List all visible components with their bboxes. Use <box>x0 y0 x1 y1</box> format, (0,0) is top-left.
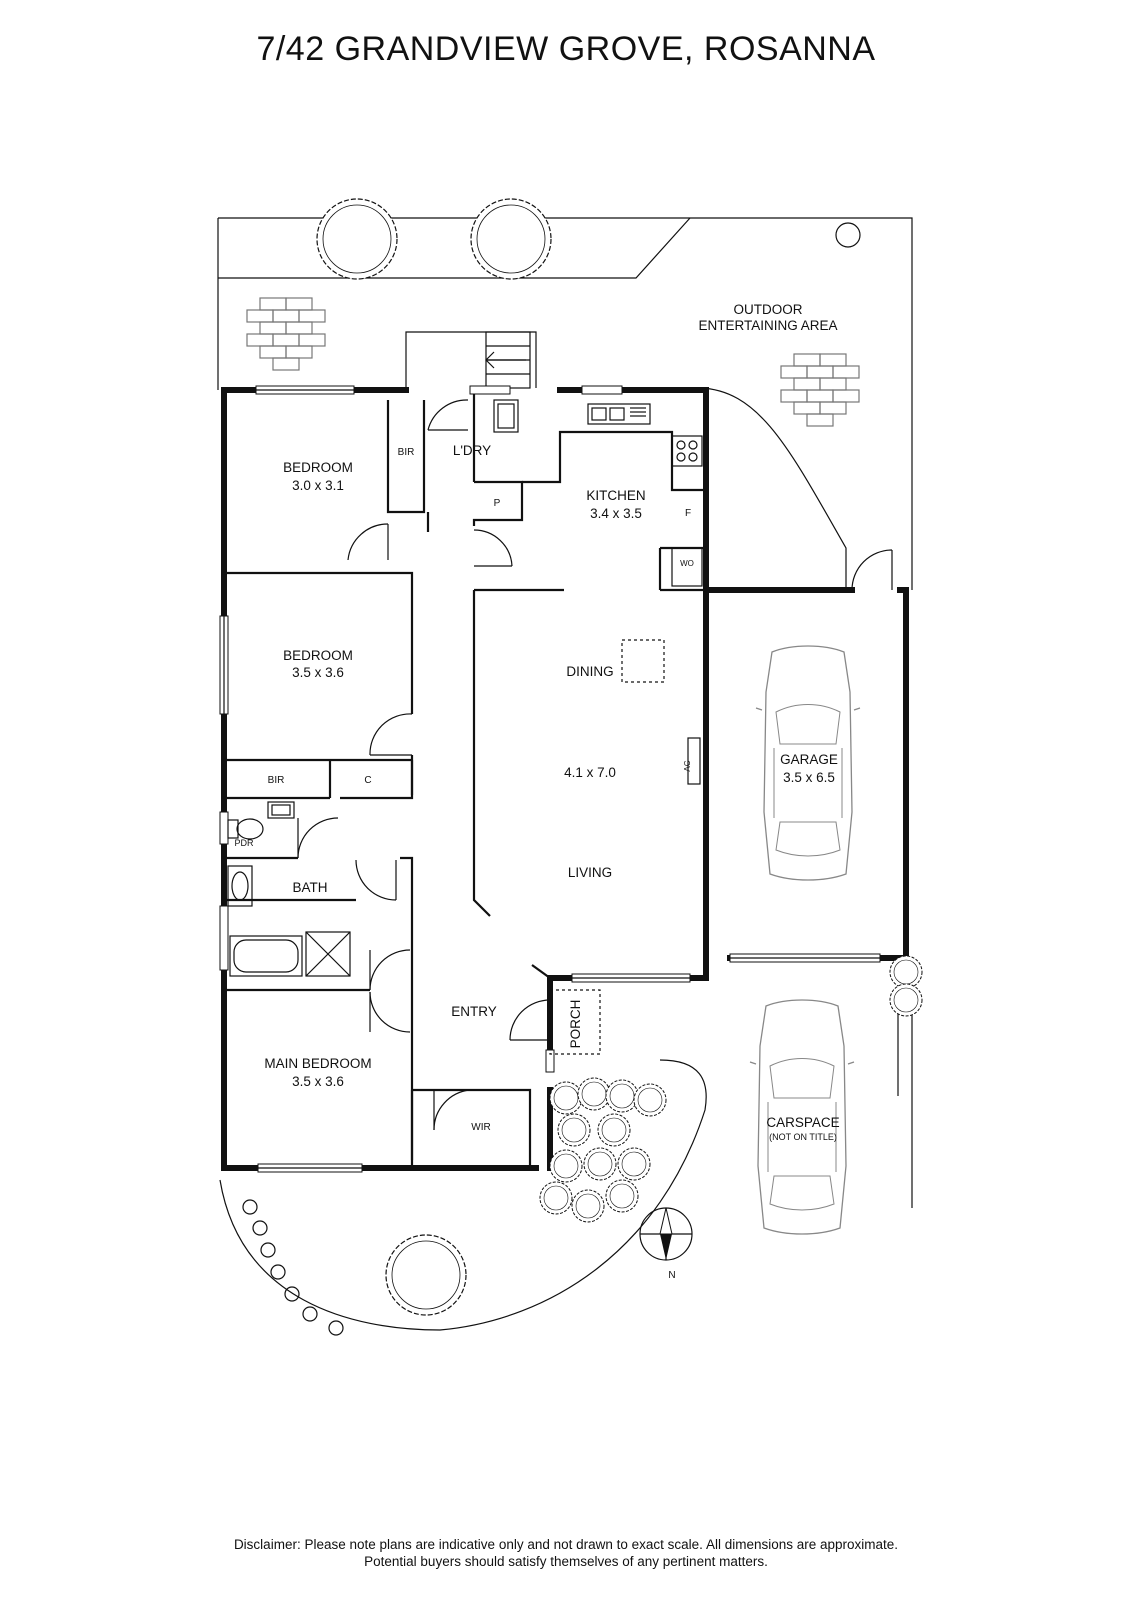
paving-icon <box>780 353 860 427</box>
bath-label: BATH <box>292 880 327 895</box>
living-label: LIVING <box>568 865 612 880</box>
basin-icon <box>267 801 295 819</box>
toilet-icon <box>227 818 264 840</box>
wir-label: WIR <box>471 1122 490 1133</box>
bir-1-label: BIR <box>398 447 415 458</box>
vanity-icon <box>227 865 253 907</box>
living-size: 4.1 x 7.0 <box>564 765 616 780</box>
cooktop-icon <box>671 435 703 467</box>
tree-icon <box>835 222 861 248</box>
entry-label: ENTRY <box>451 1004 497 1019</box>
compass-north-label: N <box>668 1270 675 1281</box>
porch-label: PORCH <box>568 1000 583 1049</box>
pantry-label: P <box>494 498 501 509</box>
page-title: 7/42 GRANDVIEW GROVE, ROSANNA <box>256 30 876 68</box>
carspace-note: (NOT ON TITLE) <box>769 1132 837 1142</box>
ac-unit <box>687 737 701 785</box>
garage-label: GARAGE <box>780 752 838 767</box>
tree-icon <box>470 198 552 280</box>
bathtub-icon <box>229 935 303 977</box>
skylight <box>621 639 665 683</box>
kitchen-label: KITCHEN <box>586 488 645 503</box>
cupboard-label: C <box>364 775 371 786</box>
ac-label: AC <box>683 760 692 771</box>
outdoor-area-label: ENTERTAINING AREA <box>698 318 837 333</box>
disclaimer-line-1: Disclaimer: Please note plans are indica… <box>233 1537 899 1552</box>
wall-oven-label: WO <box>680 559 694 568</box>
tree-icon <box>385 1234 467 1316</box>
bedroom-1-label: BEDROOM <box>283 460 353 475</box>
interior-walls <box>224 390 706 1168</box>
main-bedroom-size: 3.5 x 3.6 <box>292 1074 344 1089</box>
sink-icon <box>587 403 651 425</box>
laundry-tub-icon <box>493 399 519 433</box>
carspace-label: CARSPACE <box>766 1115 839 1130</box>
bedroom-1-size: 3.0 x 3.1 <box>292 478 344 493</box>
kitchen-size: 3.4 x 3.5 <box>590 506 642 521</box>
tree-icon <box>316 198 398 280</box>
disclaimer: Disclaimer: Please note plans are indica… <box>0 1536 1132 1570</box>
powder-label: PDR <box>234 838 254 848</box>
bir-2-label: BIR <box>268 775 285 786</box>
fridge-label: F <box>685 508 691 519</box>
porch-area <box>549 989 601 1055</box>
bedroom-2-label: BEDROOM <box>283 648 353 663</box>
compass-icon <box>639 1207 693 1261</box>
bedroom-2-size: 3.5 x 3.6 <box>292 665 344 680</box>
wall-oven <box>671 547 703 587</box>
windows <box>219 385 881 1173</box>
laundry-label: L'DRY <box>453 443 491 458</box>
paving-icon <box>246 297 326 371</box>
shower-icon <box>305 931 351 977</box>
disclaimer-line-2: Potential buyers should satisfy themselv… <box>364 1554 768 1569</box>
outdoor-area-label: OUTDOOR <box>734 302 803 317</box>
dining-label: DINING <box>566 664 613 679</box>
garden-shrubs <box>242 955 923 1336</box>
stairs-icon <box>485 331 531 389</box>
garage-size: 3.5 x 6.5 <box>783 770 835 785</box>
doors <box>297 399 893 1131</box>
main-bedroom-label: MAIN BEDROOM <box>264 1056 371 1071</box>
